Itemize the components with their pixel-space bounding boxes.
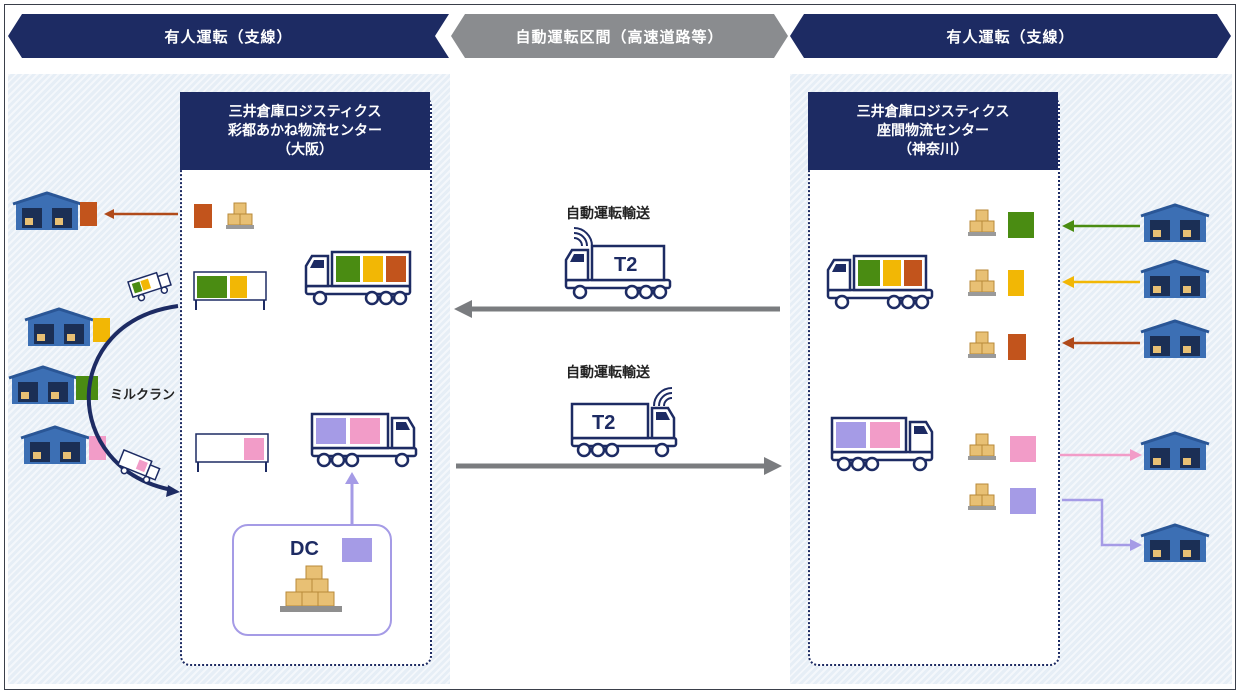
transport-label-bottom: 自動運転輸送: [566, 365, 650, 381]
banner-center: 自動運転区間（高速道路等）: [451, 14, 788, 58]
banner-left-text: 有人運転（支線）: [164, 27, 293, 46]
zama-center-panel: [808, 96, 1060, 666]
zama-center-line3: （神奈川）: [898, 141, 968, 158]
osaka-center-line2: 彩都あかね物流センター: [228, 122, 382, 139]
banner-right: 有人運転（支線）: [790, 14, 1231, 58]
banner-left: 有人運転（支線）: [8, 14, 449, 58]
zama-center-header: 三井倉庫ロジスティクス 座間物流センター （神奈川）: [808, 92, 1058, 170]
dc-cargo-lavender: [342, 538, 372, 562]
osaka-center-header: 三井倉庫ロジスティクス 彩都あかね物流センター （大阪）: [180, 92, 430, 170]
zama-center-line1: 三井倉庫ロジスティクス: [856, 103, 1010, 120]
dc-label: DC: [290, 538, 319, 560]
osaka-center-line1: 三井倉庫ロジスティクス: [228, 103, 382, 120]
milk-run-label: ミルクラン: [110, 388, 176, 403]
osaka-center-line3: （大阪）: [277, 141, 333, 158]
banner-center-text: 自動運転区間（高速道路等）: [515, 27, 724, 46]
banner-right-text: 有人運転（支線）: [946, 27, 1075, 46]
transport-label-top: 自動運転輸送: [566, 206, 650, 222]
zama-center-line2: 座間物流センター: [877, 122, 989, 139]
